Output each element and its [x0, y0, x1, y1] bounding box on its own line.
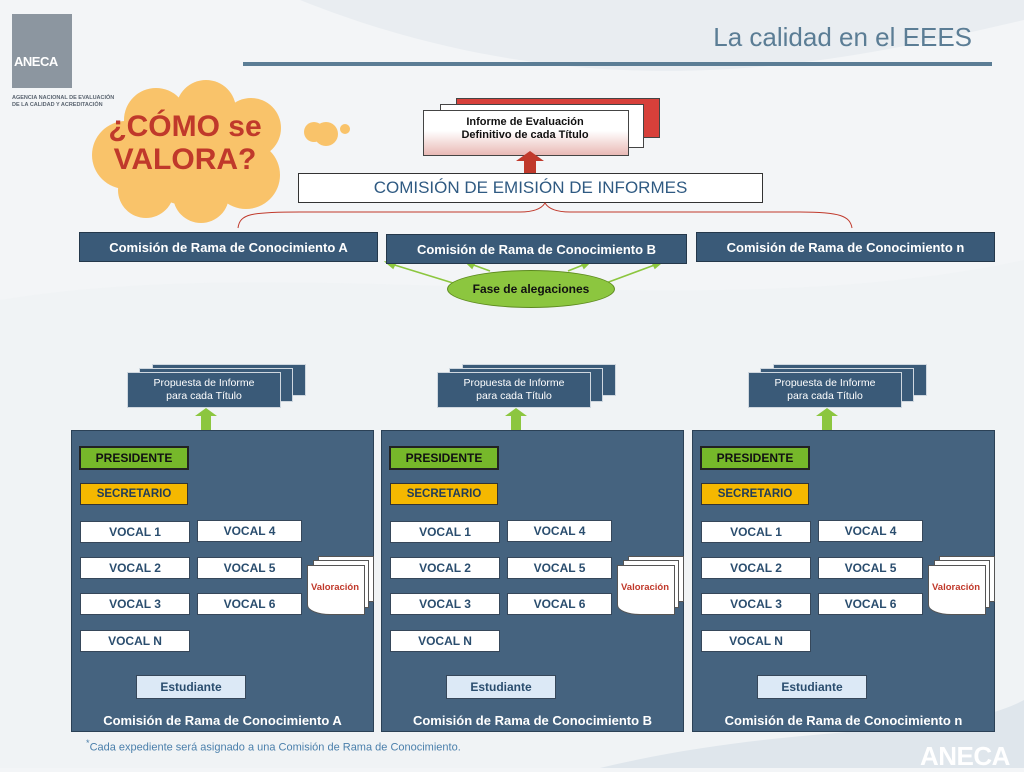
presidente-box: PRESIDENTE: [389, 446, 499, 470]
estudiante-box: Estudiante: [136, 675, 246, 699]
presidente-box: PRESIDENTE: [700, 446, 810, 470]
comision-emision-box: COMISIÓN DE EMISIÓN DE INFORMES: [298, 173, 763, 203]
vocal-3-box: VOCAL 3: [701, 593, 811, 615]
committee-panel: PRESIDENTE SECRETARIO VOCAL 1 VOCAL 2 VO…: [692, 430, 995, 732]
informe-line2: Definitivo de cada Título: [461, 129, 589, 141]
propuesta-line2: para cada Título: [787, 390, 863, 402]
valoracion-doc: [617, 565, 675, 615]
valoracion-label: Valoración: [620, 582, 670, 593]
vocal-5-box: VOCAL 5: [818, 557, 923, 579]
propuesta-line1: Propuesta de Informe: [774, 377, 876, 389]
up-arrow-red: [516, 151, 544, 175]
secretario-box: SECRETARIO: [80, 483, 188, 505]
committee-panel: PRESIDENTE SECRETARIO VOCAL 1 VOCAL 2 VO…: [381, 430, 684, 732]
estudiante-box: Estudiante: [446, 675, 556, 699]
vocal-4-box: VOCAL 4: [197, 520, 302, 542]
vocal-6-box: VOCAL 6: [507, 593, 612, 615]
committee-panel-label: Comisión de Rama de Conocimiento A: [103, 713, 342, 728]
vocal-4-box: VOCAL 4: [507, 520, 612, 542]
up-arrow-green: [195, 408, 217, 430]
footnote-text: Cada expediente será asignado a una Comi…: [89, 741, 461, 754]
valoracion-label: Valoración: [310, 582, 360, 593]
propuesta-doc: Propuesta de Informe para cada Título: [748, 372, 902, 408]
vocal-n-box: VOCAL N: [701, 630, 811, 652]
vocal-2-box: VOCAL 2: [80, 557, 190, 579]
vocal-4-box: VOCAL 4: [818, 520, 923, 542]
vocal-2-box: VOCAL 2: [701, 557, 811, 579]
footnote: *Cada expediente será asignado a una Com…: [86, 738, 461, 754]
propuesta-line1: Propuesta de Informe: [153, 377, 255, 389]
aneca-logo-subtitle: AGENCIA NACIONAL DE EVALUACIÓN DE LA CAL…: [12, 95, 115, 108]
cloud-question: ¿CÓMO se VALORA?: [100, 110, 270, 176]
cloud-question-line2: VALORA?: [113, 143, 257, 176]
valoracion-doc: [928, 565, 986, 615]
thought-cloud: [92, 80, 350, 223]
propuesta-line2: para cada Título: [166, 390, 242, 402]
informe-line1: Informe de Evaluación: [466, 116, 584, 128]
vocal-n-box: VOCAL N: [80, 630, 190, 652]
vocal-n-box: VOCAL N: [390, 630, 500, 652]
up-arrow-green: [505, 408, 527, 430]
rama-box-n: Comisión de Rama de Conocimiento n: [696, 232, 995, 262]
vocal-1-box: VOCAL 1: [390, 521, 500, 543]
vocal-5-box: VOCAL 5: [197, 557, 302, 579]
valoracion-doc: [307, 565, 365, 615]
cloud-question-line1: ¿CÓMO se: [108, 110, 262, 143]
propuesta-doc: Propuesta de Informe para cada Título: [437, 372, 591, 408]
rama-box-a: Comisión de Rama de Conocimiento A: [79, 232, 378, 262]
committee-panel-label: Comisión de Rama de Conocimiento n: [724, 713, 963, 728]
vocal-6-box: VOCAL 6: [197, 593, 302, 615]
up-arrow-green: [816, 408, 838, 430]
propuesta-line1: Propuesta de Informe: [463, 377, 565, 389]
aneca-logo: [12, 14, 72, 88]
presidente-box: PRESIDENTE: [79, 446, 189, 470]
page-title: La calidad en el EEES: [713, 22, 972, 52]
vocal-6-box: VOCAL 6: [818, 593, 923, 615]
curly-brace: [237, 202, 853, 284]
estudiante-box: Estudiante: [757, 675, 867, 699]
propuesta-line2: para cada Título: [476, 390, 552, 402]
secretario-box: SECRETARIO: [701, 483, 809, 505]
rama-box-b: Comisión de Rama de Conocimiento B: [386, 234, 687, 264]
committee-panel-label: Comisión de Rama de Conocimiento B: [412, 713, 653, 728]
vocal-1-box: VOCAL 1: [80, 521, 190, 543]
propuesta-doc: Propuesta de Informe para cada Título: [127, 372, 281, 408]
informe-doc-text: Informe de Evaluación Definitivo de cada…: [425, 116, 625, 142]
aneca-footer-logo: ANECA: [920, 741, 1010, 771]
footnote-mark: *: [86, 738, 90, 748]
valoracion-label: Valoración: [931, 582, 981, 593]
aneca-logo-text: ANECA: [14, 54, 58, 69]
fase-alegaciones: Fase de alegaciones: [447, 270, 615, 308]
secretario-box: SECRETARIO: [390, 483, 498, 505]
vocal-1-box: VOCAL 1: [701, 521, 811, 543]
vocal-5-box: VOCAL 5: [507, 557, 612, 579]
vocal-3-box: VOCAL 3: [80, 593, 190, 615]
title-divider: [243, 62, 992, 66]
vocal-3-box: VOCAL 3: [390, 593, 500, 615]
committee-panel: PRESIDENTE SECRETARIO VOCAL 1 VOCAL 2 VO…: [71, 430, 374, 732]
vocal-2-box: VOCAL 2: [390, 557, 500, 579]
